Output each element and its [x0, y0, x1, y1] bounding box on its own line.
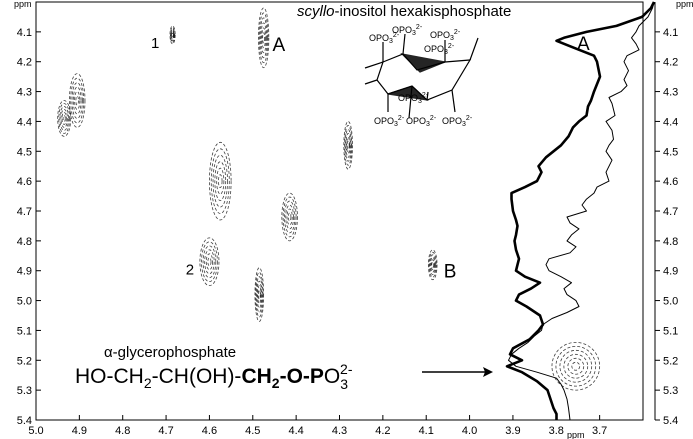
y-tick-label-left: 4.3 — [17, 87, 32, 99]
peak-label-2: 2 — [186, 262, 194, 279]
projection-label-a: A — [577, 34, 590, 55]
x-tick-label: 4.5 — [245, 425, 260, 437]
svg-text:OPO32-: OPO32- — [430, 29, 461, 42]
y-tick-label-right: 4.9 — [663, 266, 678, 278]
y-tick-label-right: 4.8 — [663, 236, 678, 248]
x-tick-label: 4.7 — [158, 425, 173, 437]
x-tick-label: 4.4 — [288, 425, 303, 437]
y-tick-label-right: 4.4 — [663, 116, 678, 128]
x-tick-label: 3.7 — [592, 425, 607, 437]
svg-text:OPO32-: OPO32- — [369, 32, 400, 45]
x-tick-label: 4.2 — [375, 425, 390, 437]
projection-trace-thick — [505, 1, 656, 420]
svg-text:OPO32-: OPO32- — [406, 115, 437, 128]
contour-peaks — [57, 7, 601, 391]
contour-peak — [427, 249, 438, 281]
contour-peak — [169, 25, 176, 45]
y-tick-label-right: 5.2 — [663, 355, 678, 367]
compound-title: scyllo-inositol hexakisphosphate — [297, 3, 511, 20]
y-tick-label-left: 5.2 — [17, 355, 32, 367]
contour-peak — [68, 73, 86, 128]
peak-label-1: 1 — [151, 35, 159, 52]
x-tick-label: 4.0 — [462, 425, 477, 437]
y-tick-label-right: 4.1 — [663, 27, 678, 39]
y-tick-label-left: 5.4 — [17, 415, 32, 427]
contour-peak — [258, 7, 270, 69]
y-tick-label-right: 5.3 — [663, 385, 678, 397]
y-tick-label-right: 5.0 — [663, 296, 678, 308]
glycerophosphate-arrow — [422, 367, 493, 377]
glycerophosphate-formula: HO-CH2-CH(OH)-CH2-O-PO32- — [75, 361, 353, 392]
y-tick-label-left: 4.2 — [17, 57, 32, 69]
y-axis-ticks-left: 4.1 4.2 4.3 4.4 4.5 4.6 4.7 4.8 4.9 5.0 5.1 5.2 5.3 5… — [17, 27, 41, 427]
x-tick-label: 4.6 — [202, 425, 217, 437]
y-axis-unit-right: ppm — [676, 0, 693, 9]
peak-label-a: A — [272, 35, 285, 56]
phosphate-labels: OPO32- OPO32- OPO32- OPO32- OPO32- OPO32… — [369, 24, 473, 128]
y-tick-label-right: 4.3 — [663, 87, 678, 99]
contour-peak — [281, 192, 298, 242]
y-tick-label-right: 5.4 — [663, 415, 678, 427]
y-tick-label-right: 4.7 — [663, 206, 678, 218]
y-tick-label-right: 4.2 — [663, 57, 678, 69]
y-tick-label-left: 5.0 — [17, 296, 32, 308]
y-tick-label-left: 5.3 — [17, 385, 32, 397]
svg-text:OPO32-: OPO32- — [442, 115, 473, 128]
y-tick-label-right: 5.1 — [663, 325, 678, 337]
y-tick-label-left: 4.6 — [17, 176, 32, 188]
x-tick-label: 5.0 — [28, 425, 43, 437]
contour-peak — [199, 237, 220, 287]
projection-trace-thin — [508, 1, 655, 421]
y-tick-label-left: 4.5 — [17, 146, 32, 158]
contour-peak — [551, 341, 601, 391]
y-axis-unit-left: ppm — [14, 0, 32, 9]
x-tick-label: 4.8 — [115, 425, 130, 437]
y-tick-label-left: 4.4 — [17, 116, 32, 128]
contour-peak — [254, 267, 265, 322]
x-tick-label: 4.9 — [72, 425, 87, 437]
svg-text:OPO32-: OPO32- — [424, 43, 455, 56]
x-tick-label: 3.9 — [505, 425, 520, 437]
x-tick-label: 4.3 — [332, 425, 347, 437]
y-tick-label-right: 4.6 — [663, 176, 678, 188]
y-tick-label-left: 4.1 — [17, 27, 32, 39]
y-tick-label-left: 5.1 — [17, 325, 32, 337]
contour-peak — [209, 141, 232, 221]
x-tick-label: 3.8 — [549, 425, 564, 437]
x-tick-label: 4.1 — [419, 425, 434, 437]
y-axis-ticks-right: 4.1 4.2 4.3 4.4 4.5 4.6 4.7 4.8 4.9 5.0 5.1 5.2 5.3 5… — [655, 27, 678, 427]
y-tick-label-left: 4.9 — [17, 266, 32, 278]
y-tick-label-right: 4.5 — [663, 146, 678, 158]
contour-peak — [57, 100, 72, 137]
x-axis-ticks: 5.0 4.9 4.8 4.7 4.6 4.5 4.4 4.3 4.2 4.1 4.0 3.9 3.8 3… — [28, 415, 607, 437]
svg-text:OPO32-: OPO32- — [374, 115, 405, 128]
y-tick-label-left: 4.8 — [17, 236, 32, 248]
inositol-structure — [364, 33, 479, 119]
svg-text:OPO32-: OPO32- — [398, 92, 429, 105]
x-axis-unit: ppm — [567, 430, 585, 439]
svg-text:OPO32-: OPO32- — [392, 24, 423, 37]
peak-label-b: B — [444, 262, 457, 283]
contour-peak — [343, 121, 353, 170]
y-tick-label-left: 4.7 — [17, 206, 32, 218]
glycerophosphate-name: α-glycerophosphate — [104, 344, 236, 361]
